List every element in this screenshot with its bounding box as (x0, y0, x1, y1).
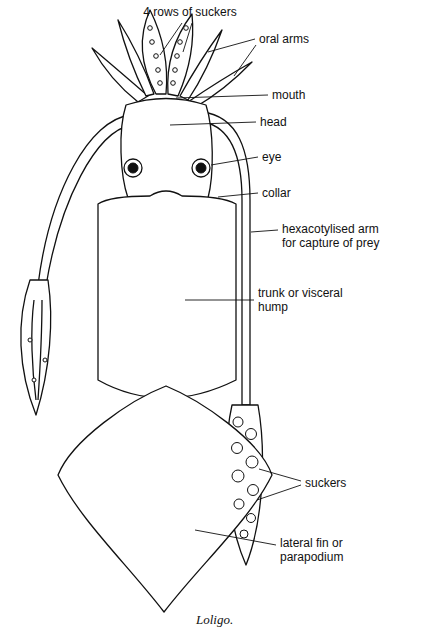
part-label: trunk or visceral hump (258, 286, 358, 314)
leader-line (259, 469, 301, 481)
sucker (246, 429, 257, 440)
leader-line (211, 157, 258, 165)
leader-line (251, 230, 278, 232)
sucker (232, 443, 243, 454)
sucker (240, 530, 248, 538)
sucker (233, 417, 243, 427)
eye-symbol (192, 159, 210, 177)
sucker (246, 456, 258, 468)
suckers (28, 26, 259, 538)
sucker (32, 378, 36, 382)
oral-arm (142, 10, 166, 94)
mantle (98, 191, 236, 398)
sucker (173, 68, 178, 73)
sucker (247, 514, 256, 523)
leader-line (218, 193, 258, 197)
part-label: oral arms (259, 32, 309, 46)
leader-line (183, 23, 192, 52)
sucker (175, 54, 180, 59)
sucker (28, 338, 32, 342)
leader-line (257, 485, 301, 500)
eye-pupil (196, 163, 206, 173)
part-label: hexacotylised arm for capture of prey (282, 222, 382, 250)
sucker (154, 54, 159, 59)
sucker (156, 68, 161, 73)
sucker (184, 26, 189, 31)
leader-line (208, 39, 255, 52)
club-line (38, 300, 42, 400)
leader-line (234, 45, 256, 76)
part-label: head (260, 115, 287, 129)
leader-line (160, 23, 182, 55)
lateral-fin (58, 386, 272, 612)
leader-line (176, 95, 268, 98)
sucker (171, 81, 176, 86)
eye-pupil (128, 163, 138, 173)
left-tentacle-club (21, 280, 51, 415)
part-label: lateral fin or parapodium (280, 536, 380, 564)
figure-caption: Loligo. (196, 612, 233, 628)
sucker (43, 358, 47, 362)
eyes (124, 159, 210, 177)
part-label: eye (262, 150, 281, 164)
sucker (248, 485, 259, 496)
club-line (32, 300, 36, 400)
sucker (158, 81, 163, 86)
sucker (178, 40, 183, 45)
leader-line (185, 300, 254, 301)
part-label: mouth (272, 88, 305, 102)
eye-symbol (124, 159, 142, 177)
head (121, 99, 212, 199)
sucker (148, 26, 153, 31)
squid-body (21, 10, 272, 612)
part-label: 4 rows of suckers (130, 5, 250, 19)
sucker (232, 470, 244, 482)
leader-line (195, 530, 276, 545)
leader-line (170, 122, 256, 125)
part-label: suckers (305, 476, 346, 490)
part-label: collar (262, 186, 291, 200)
oral-arm (188, 62, 252, 108)
sucker (150, 40, 155, 45)
sucker (234, 499, 244, 509)
